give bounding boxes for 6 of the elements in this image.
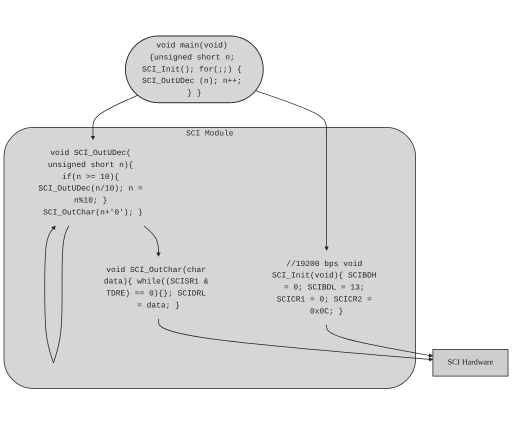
- arrow: [256, 90, 329, 251]
- arrow: [90, 95, 138, 140]
- arrow: [326, 324, 434, 358]
- arrow: [144, 226, 161, 257]
- arrow: [158, 318, 434, 362]
- arrow: [44, 226, 70, 364]
